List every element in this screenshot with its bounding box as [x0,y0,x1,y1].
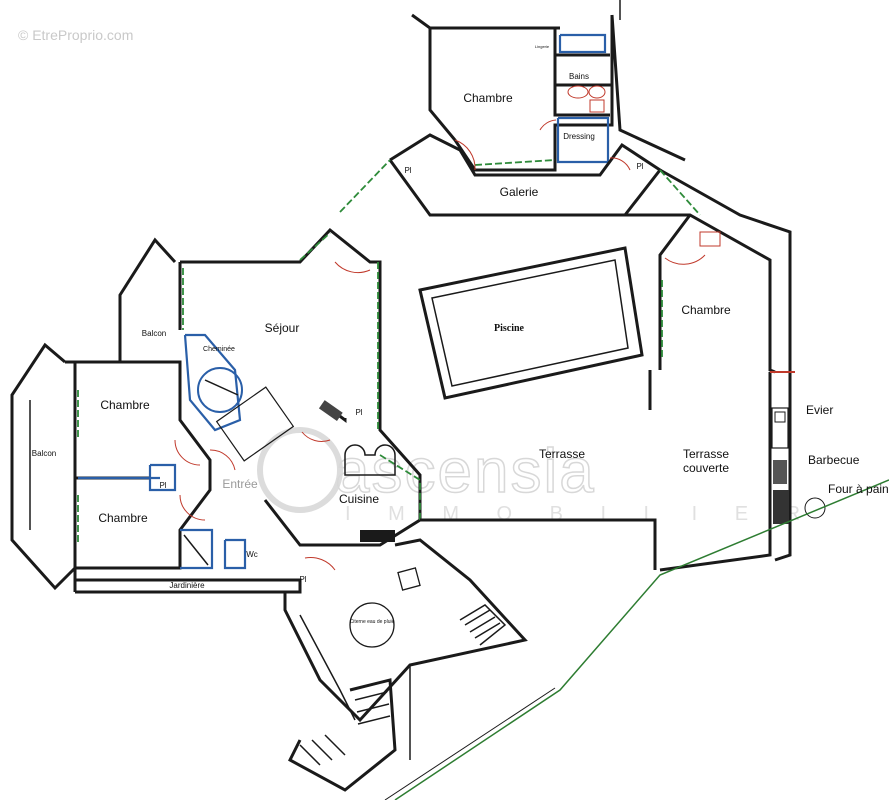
label-cuisine: Cuisine [339,492,379,506]
label-chambre-left-upper: Chambre [100,398,150,412]
label-chambre-top: Chambre [463,91,513,105]
agency-watermark: ascensia I M M O B I L I E R [257,427,800,525]
label-cheminee: Cheminée [203,346,235,353]
label-piscine: Piscine [494,323,525,334]
label-citerne: Citerne eau de pluie [350,619,395,625]
label-terrasse: Terrasse [539,447,585,461]
label-galerie: Galerie [500,185,539,199]
label-bains: Bains [569,72,589,81]
right-wing [625,168,826,572]
left-wing [10,227,422,594]
label-sejour: Séjour [265,321,300,335]
label-entree: Entrée [222,477,258,491]
label-balcon-upper: Balcon [142,329,166,338]
label-dressing: Dressing [563,132,595,141]
label-barbecue: Barbecue [808,453,860,467]
label-chambre-left-lower: Chambre [98,511,148,525]
label-wc: Wc [246,550,258,559]
label-four-a-pain: Four à pain [828,482,889,496]
label-pl-cuisine: Pl [355,408,362,417]
label-pl-galerie-right: Pl [636,162,643,171]
label-jardiniere: Jardinière [169,581,205,590]
label-lingerie: Lingerie [535,44,550,49]
label-balcon-left: Balcon [32,449,56,458]
watermark-text: © EtreProprio.com [18,27,133,43]
south-area [283,479,889,800]
room-labels: Chambre Bains Lingerie Dressing Galerie … [32,44,889,625]
label-evier: Evier [806,403,833,417]
label-chambre-right: Chambre [681,303,731,317]
label-pl-entree: Pl [299,575,306,584]
label-pl-galerie-left: Pl [404,166,411,175]
top-wing [339,0,686,217]
terrace-area [318,246,657,570]
label-pl-chambre: Pl [159,481,166,490]
